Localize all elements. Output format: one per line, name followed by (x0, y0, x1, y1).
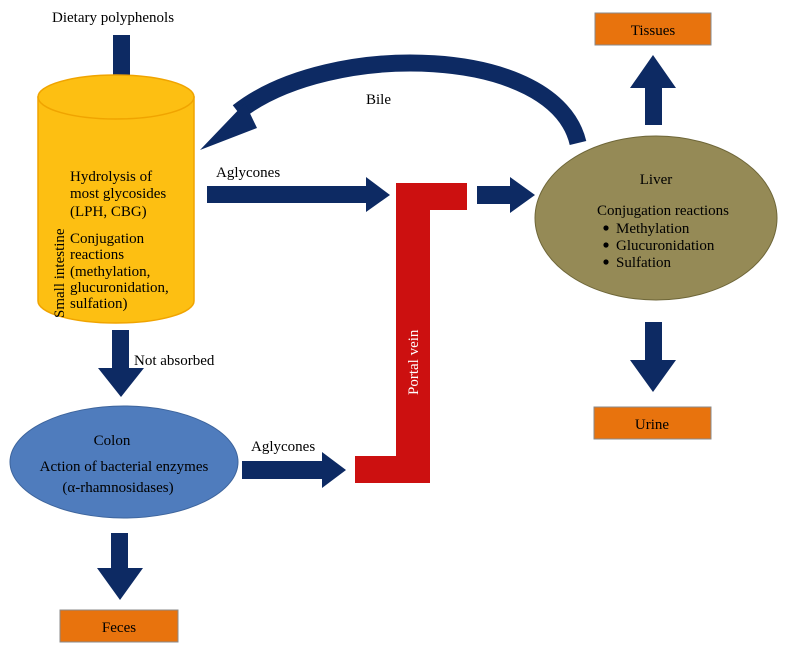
small-intestine-cylinder (37, 74, 195, 324)
cylinder-top (37, 74, 195, 120)
cylinder-body (37, 96, 195, 324)
liver-title: Liver (640, 172, 672, 188)
colon-title: Colon (94, 433, 131, 449)
liver-bullet-1: Methylation (616, 221, 690, 237)
urine-box (593, 406, 712, 440)
liver-bullets: Methylation Glucuronidation Sulfation (603, 221, 715, 271)
portal-vein-label: Portal vein (406, 329, 422, 395)
small-intestine-title: Small intestine (52, 228, 68, 318)
liver-bullet-3: Sulfation (616, 255, 671, 271)
si-line-6: (methylation, (70, 264, 150, 280)
tissues-box (594, 12, 712, 46)
si-line-7: glucuronidation, (70, 280, 169, 296)
si-line-4: Conjugation (70, 231, 145, 247)
arrow-portal-to-liver (477, 177, 535, 213)
bile-arrow (232, 54, 587, 146)
small-intestine-text: Hydrolysis of most glycosides (LPH, CBG)… (70, 169, 169, 312)
si-line-3: (LPH, CBG) (70, 204, 147, 220)
bullet-dot (603, 259, 609, 265)
feces-label: Feces (102, 620, 136, 636)
not-absorbed-label: Not absorbed (134, 353, 215, 369)
bullet-dot (603, 242, 609, 248)
bullet-dot (603, 225, 609, 231)
liver-subtitle: Conjugation reactions (597, 203, 729, 219)
colon-line-1: Action of bacterial enzymes (40, 459, 209, 475)
liver-ellipse (534, 135, 778, 301)
aglycones-top-label: Aglycones (216, 165, 280, 181)
si-line-2: most glycosides (70, 186, 166, 202)
colon-line-2: (α-rhamnosidases) (62, 480, 173, 496)
arrow-aglycones-to-portal (207, 177, 390, 212)
arrow-colon-to-feces (97, 533, 143, 600)
bile-arrowhead (200, 103, 257, 150)
urine-label: Urine (635, 417, 669, 433)
si-line-5: reactions (70, 247, 124, 263)
colon-ellipse (9, 405, 239, 519)
tissues-label: Tissues (631, 23, 676, 39)
bile-label: Bile (366, 92, 391, 108)
portal-vein (355, 183, 467, 483)
arrow-liver-to-urine (630, 322, 676, 392)
liver-bullet-2: Glucuronidation (616, 238, 715, 254)
dietary-polyphenols-label: Dietary polyphenols (52, 10, 174, 26)
si-line-1: Hydrolysis of (70, 169, 152, 185)
arrow-liver-to-tissues (630, 55, 676, 125)
arrow-colon-to-portal (242, 452, 346, 488)
si-line-8: sulfation) (70, 296, 128, 312)
arrow-not-absorbed (98, 330, 144, 397)
aglycones-bottom-label: Aglycones (251, 439, 315, 455)
feces-box (59, 609, 179, 643)
